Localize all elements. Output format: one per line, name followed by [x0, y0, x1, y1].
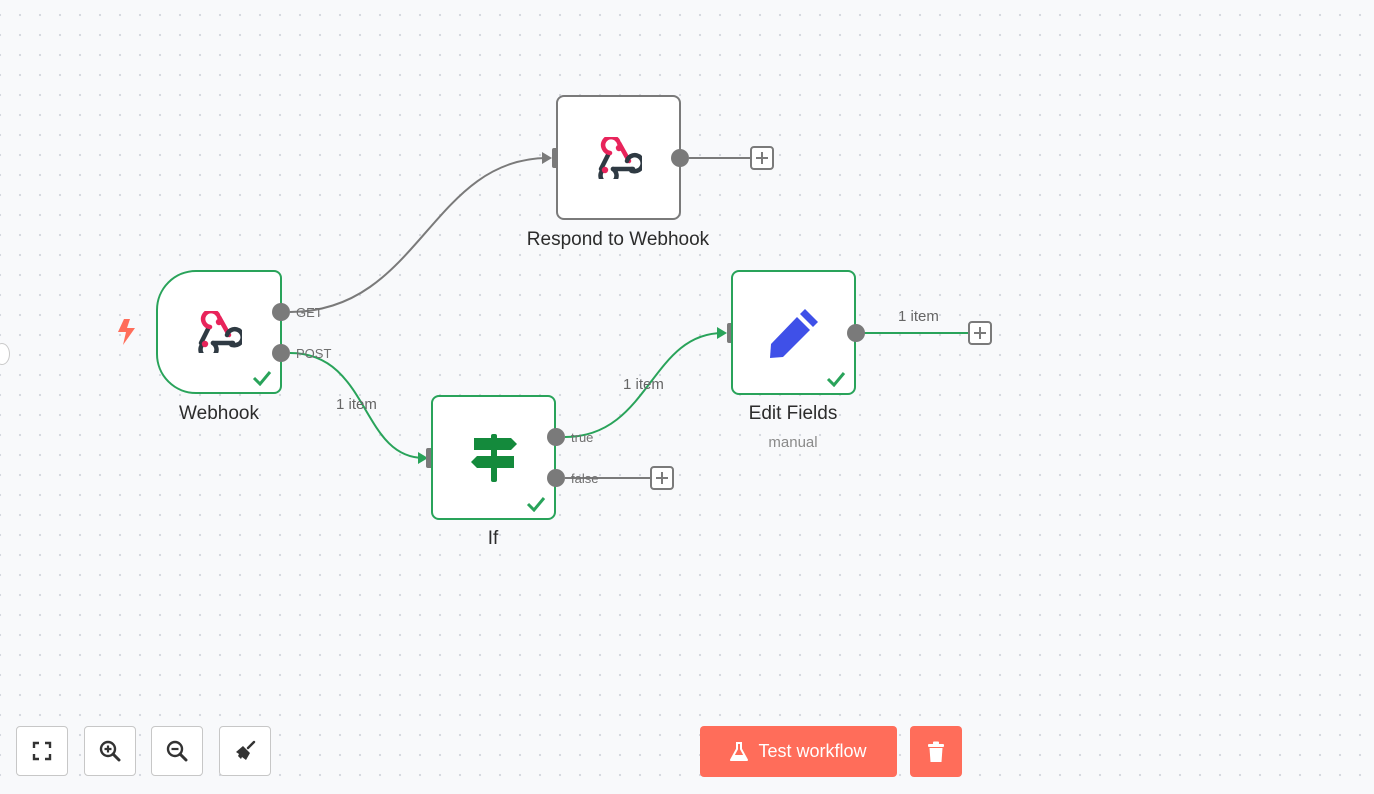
- if-output-false[interactable]: [547, 469, 565, 487]
- zoom-in-icon: [99, 740, 121, 762]
- edit-fields-node-label: Edit Fields: [748, 403, 838, 424]
- edit-fields-add-node-button[interactable]: [968, 321, 992, 345]
- respond-add-node-button[interactable]: [750, 146, 774, 170]
- delete-button[interactable]: [910, 726, 962, 777]
- trash-icon: [928, 741, 944, 762]
- plus-icon: [656, 472, 668, 484]
- edge-get-respond[interactable]: [289, 157, 549, 313]
- edge-post-if[interactable]: [289, 352, 425, 459]
- edge-label-edit-out: 1 item: [898, 308, 939, 325]
- success-check-icon: [252, 371, 272, 386]
- if-node[interactable]: [431, 395, 556, 520]
- if-false-add-node-button[interactable]: [650, 466, 674, 490]
- handle-label-post: POST: [296, 346, 332, 361]
- expand-icon: [32, 741, 52, 761]
- zoom-out-icon: [166, 740, 188, 762]
- handle-label-get: GET: [296, 305, 323, 320]
- edge-arrow: [542, 152, 552, 164]
- tidy-up-button[interactable]: [219, 726, 271, 776]
- webhook-output-get[interactable]: [272, 303, 290, 321]
- success-check-icon: [526, 497, 546, 512]
- respond-node-label: Respond to Webhook: [526, 229, 710, 250]
- zoom-in-button[interactable]: [84, 726, 136, 776]
- trigger-bolt-icon: [118, 319, 135, 345]
- edit-fields-node-subtitle: manual: [768, 434, 818, 451]
- if-output-true[interactable]: [547, 428, 565, 446]
- test-workflow-label: Test workflow: [758, 741, 867, 761]
- edge-label-true-edit: 1 item: [623, 376, 664, 393]
- respond-to-webhook-node[interactable]: [556, 95, 681, 220]
- zoom-out-button[interactable]: [151, 726, 203, 776]
- respond-output-handle[interactable]: [671, 149, 689, 167]
- broom-icon: [236, 740, 256, 760]
- flask-icon: [730, 741, 749, 761]
- handle-label-false: false: [571, 471, 599, 486]
- fit-view-button[interactable]: [16, 726, 68, 776]
- pencil-icon: [769, 308, 818, 358]
- webhook-icon: [198, 311, 242, 353]
- edit-fields-node[interactable]: [731, 270, 856, 395]
- edge-arrow: [717, 327, 727, 339]
- edge-true-edit[interactable]: [564, 332, 724, 438]
- handle-label-true: true: [571, 430, 594, 445]
- test-workflow-button[interactable]: Test workflow: [700, 726, 897, 777]
- webhook-node-label: Webhook: [179, 403, 259, 424]
- webhook-output-post[interactable]: [272, 344, 290, 362]
- if-node-label: If: [487, 528, 499, 549]
- success-check-icon: [826, 372, 846, 387]
- edge-arrow: [418, 452, 428, 464]
- signpost-icon: [470, 433, 517, 482]
- edge-label-post-if: 1 item: [336, 396, 377, 413]
- plus-icon: [756, 152, 768, 164]
- webhook-icon: [597, 136, 642, 179]
- edit-fields-output-handle[interactable]: [847, 324, 865, 342]
- webhook-node[interactable]: [156, 270, 282, 394]
- plus-icon: [974, 327, 986, 339]
